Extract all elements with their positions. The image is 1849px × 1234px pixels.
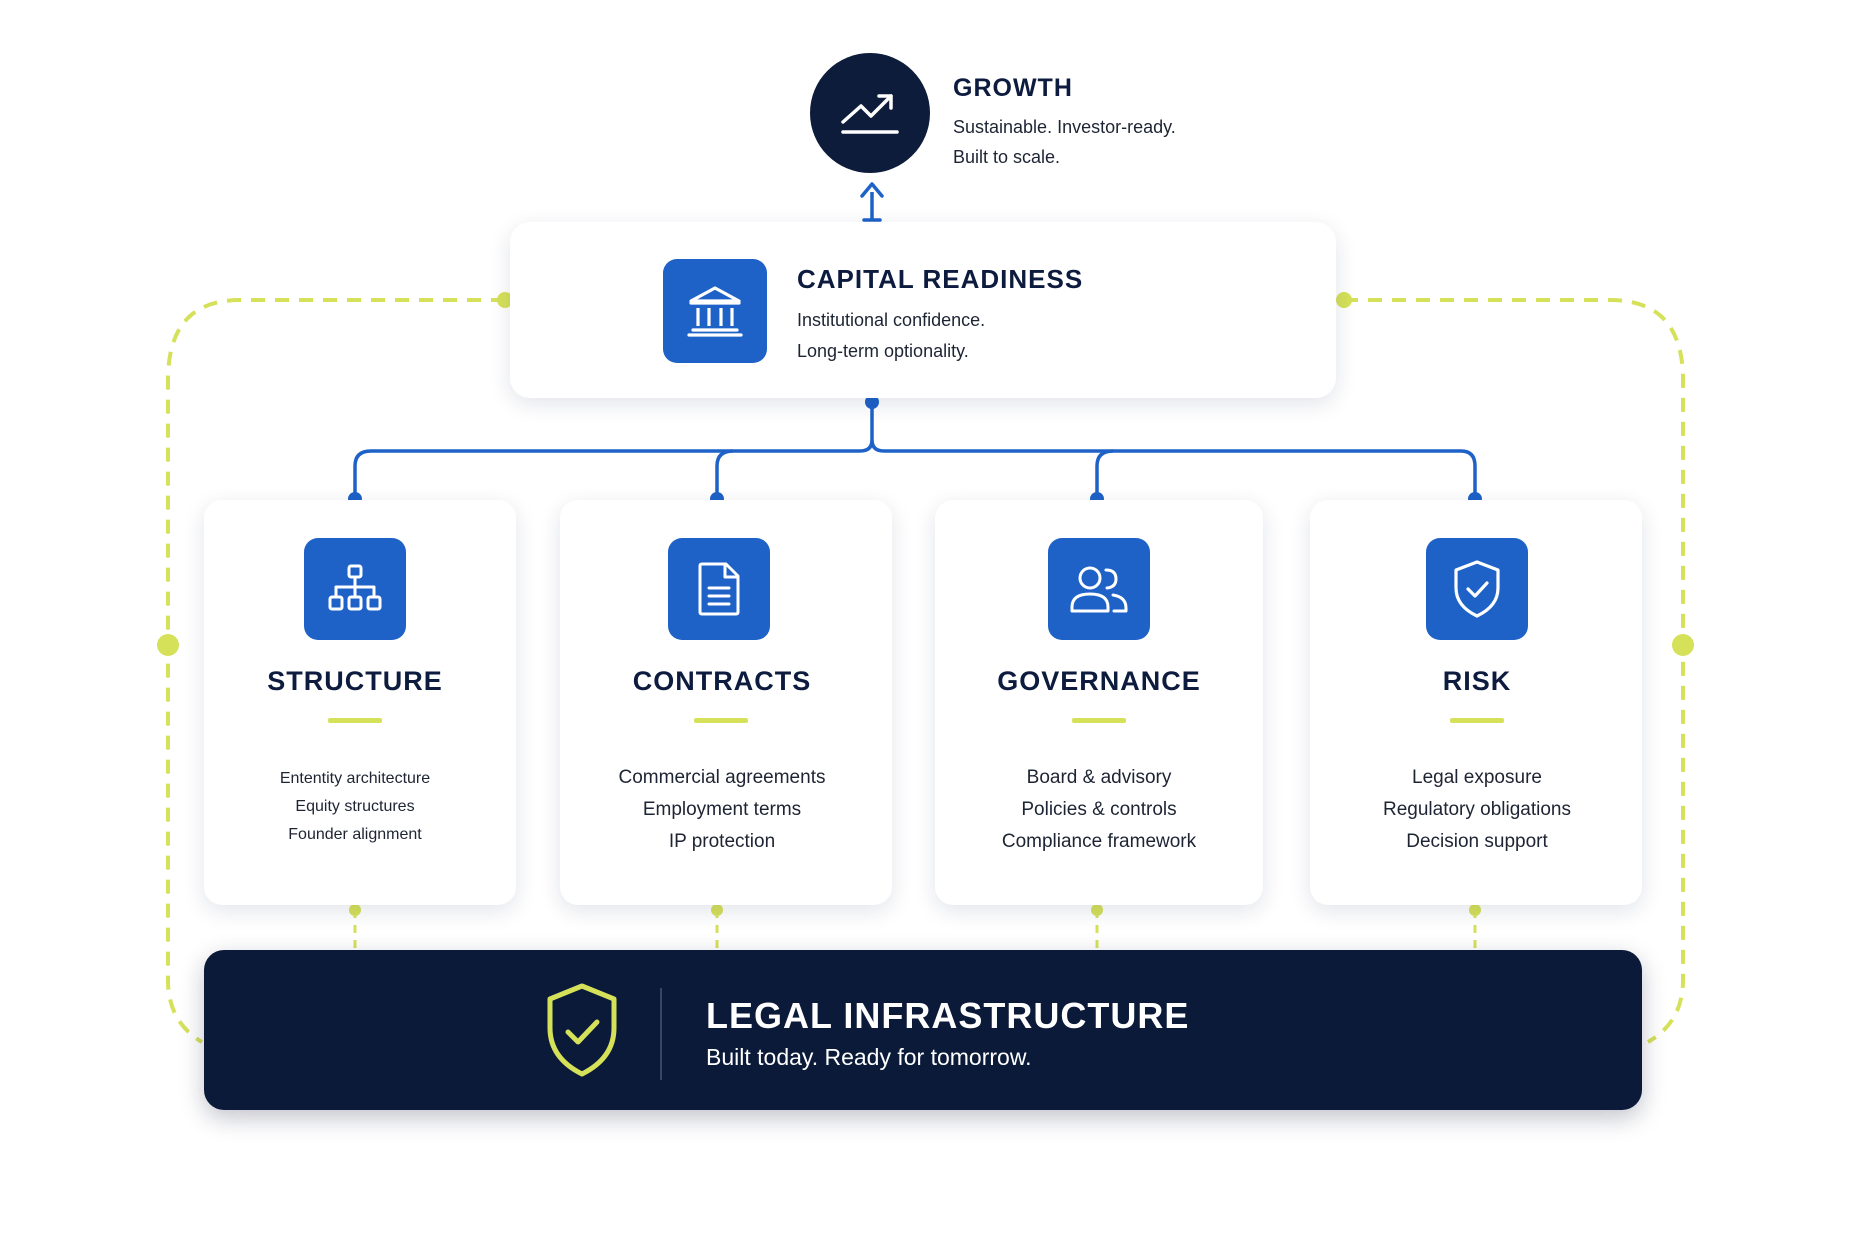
pillar-underline	[328, 718, 382, 723]
pillar-item: Founder alignment	[288, 826, 422, 843]
pillar-item: Employment terms	[642, 799, 802, 820]
capital-title: CAPITAL READINESS	[797, 264, 1084, 294]
pillar-item: Policies & controls	[1021, 799, 1177, 820]
tree-connector	[1095, 449, 1114, 497]
pillar-items: Commercial agreements Employment terms I…	[552, 762, 892, 858]
pillar-item: Ententity architecture	[279, 770, 431, 787]
pillar-drop-node	[349, 904, 361, 916]
pillar-items: Legal exposure Regulatory obligations De…	[1307, 762, 1647, 858]
tree-connector	[353, 400, 874, 497]
pillar-item: Decision support	[1406, 831, 1548, 852]
growth-line: Built to scale.	[953, 147, 1061, 167]
legal-subtitle: Built today. Ready for tomorrow.	[706, 1044, 1032, 1070]
legal-title: LEGAL INFRASTRUCTURE	[706, 995, 1190, 1036]
pillar-item: Board & advisory	[1026, 767, 1172, 788]
pillar-drop-node	[1091, 904, 1103, 916]
pillar-drop-node	[711, 904, 723, 916]
pillar-item: Regulatory obligations	[1382, 799, 1571, 820]
capital-readiness-card	[510, 222, 1336, 398]
growth-title: GROWTH	[953, 74, 1073, 102]
pillar-item: Legal exposure	[1412, 767, 1542, 788]
pillar-items: Board & advisory Policies & controls Com…	[929, 762, 1269, 858]
dashed-loop-node	[1336, 292, 1352, 308]
capital-line: Long-term optionality.	[797, 341, 969, 361]
pillar-title: STRUCTURE	[267, 666, 443, 696]
growth-line: Sustainable. Investor-ready.	[953, 117, 1176, 137]
pillar-item: Equity structures	[295, 798, 415, 815]
growth-text: GROWTH Sustainable. Investor-ready. Buil…	[953, 74, 1176, 172]
pillar-underline	[694, 718, 748, 723]
pillar-title: GOVERNANCE	[997, 666, 1201, 696]
tree-node	[865, 395, 879, 409]
growth-badge	[810, 53, 930, 173]
pillar-icon-tile	[1048, 538, 1150, 640]
tree-connector	[870, 439, 1477, 497]
bank-icon	[687, 286, 743, 337]
tree-connector	[715, 449, 734, 497]
capital-line: Institutional confidence.	[797, 310, 986, 330]
dashed-loop-node	[157, 634, 179, 656]
pillar-items: Ententity architecture Equity structures…	[185, 765, 525, 849]
pillar-icon-tile	[304, 538, 406, 640]
trending-up-icon	[841, 94, 899, 134]
capital-text: CAPITAL READINESS Institutional confiden…	[797, 264, 1083, 367]
growth-arrow-head	[860, 182, 884, 198]
org-chart-icon	[328, 564, 382, 611]
pillar-item: IP protection	[668, 831, 776, 852]
pillar-title: RISK	[1442, 666, 1512, 696]
pillar-icon-tile	[668, 538, 770, 640]
pillar-underline	[1450, 718, 1504, 723]
legal-infrastructure-bar	[204, 950, 1642, 1110]
document-icon	[698, 562, 740, 616]
pillar-underline	[1072, 718, 1126, 723]
shield-check-icon	[547, 983, 617, 1077]
pillar-title: CONTRACTS	[632, 666, 812, 696]
pillar-item: Commercial agreements	[618, 767, 826, 788]
shield-check-icon	[1454, 560, 1500, 618]
capital-icon-tile	[663, 259, 767, 363]
dashed-loop-node	[1672, 634, 1694, 656]
pillar-icon-tile	[1426, 538, 1528, 640]
pillar-item: Compliance framework	[1001, 831, 1197, 852]
dashed-loop-node	[497, 292, 513, 308]
outer-dashed-loop-right	[1344, 298, 1685, 1044]
pillar-drop-node	[1469, 904, 1481, 916]
legal-divider	[660, 988, 662, 1080]
users-icon	[1070, 566, 1128, 613]
outer-dashed-loop	[166, 298, 505, 1044]
